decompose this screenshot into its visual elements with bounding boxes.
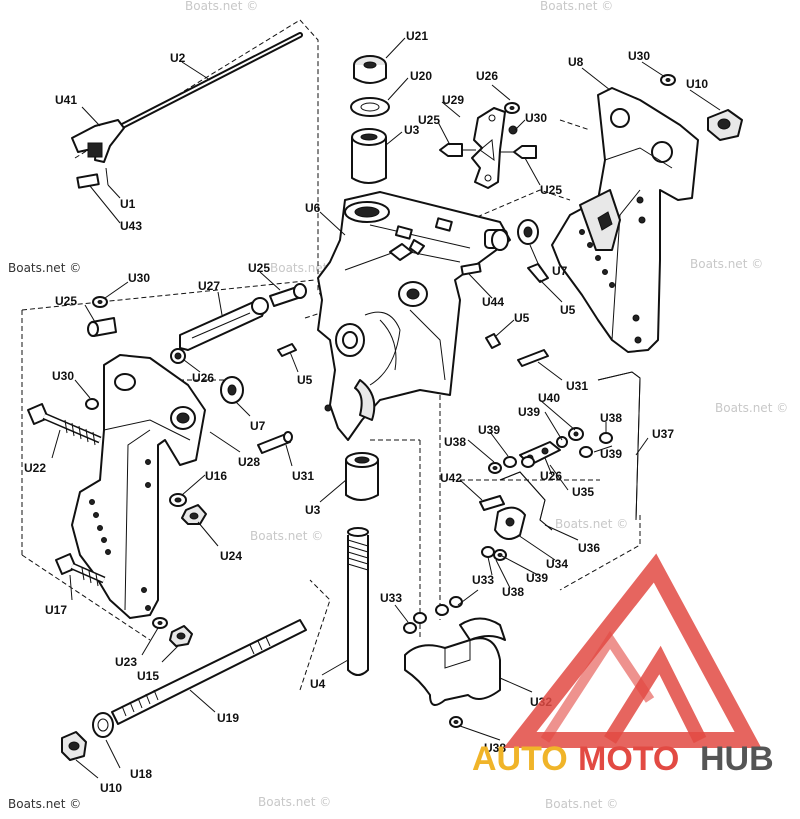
label-u38: U38 xyxy=(444,435,466,449)
label-u26: U26 xyxy=(192,371,214,385)
watermark-text: Boats.net © xyxy=(690,257,763,271)
swivel-lower-stack xyxy=(345,452,379,676)
label-u3: U3 xyxy=(305,503,321,517)
tilt-lock-rod xyxy=(71,32,303,189)
label-u39: U39 xyxy=(478,423,500,437)
label-u30: U30 xyxy=(52,369,74,383)
label-u25: U25 xyxy=(248,261,270,275)
label-u22: U22 xyxy=(24,461,46,475)
brand-text-hub: HUB xyxy=(700,740,774,778)
watermark-text: Boats.net © xyxy=(8,261,81,275)
label-u26: U26 xyxy=(476,69,498,83)
label-u5: U5 xyxy=(297,373,313,387)
label-u25: U25 xyxy=(55,294,77,308)
label-u7: U7 xyxy=(552,264,568,278)
label-u5: U5 xyxy=(560,303,576,317)
swivel-top-stack xyxy=(350,55,390,184)
label-u30: U30 xyxy=(128,271,150,285)
clamp-screw-lower xyxy=(55,553,106,587)
watermark-text: Boats.net © xyxy=(258,795,331,809)
left-small-fasteners xyxy=(85,296,117,410)
label-u19: U19 xyxy=(217,711,239,725)
label-u27: U27 xyxy=(198,279,220,293)
label-u25: U25 xyxy=(418,113,440,127)
label-u36: U36 xyxy=(578,541,600,555)
label-u18: U18 xyxy=(130,767,152,781)
brand-text-moto: MOTO xyxy=(578,740,679,778)
swivel-bracket xyxy=(317,191,511,441)
label-u31: U31 xyxy=(292,469,314,483)
left-pin xyxy=(257,431,293,454)
watermarks: Boats.net © Boats.net © Boats.net © Boat… xyxy=(8,0,788,811)
u33-nuts xyxy=(403,596,463,634)
label-u15: U15 xyxy=(137,669,159,683)
clamp-screw-upper xyxy=(27,403,207,525)
label-u38: U38 xyxy=(484,741,506,755)
label-u39: U39 xyxy=(518,405,540,419)
part-labels: U2 U41 U1 U43 U21 U20 U3 U29 U25 U26 U30… xyxy=(24,29,708,795)
bottom-left-nuts xyxy=(152,617,193,647)
label-u1: U1 xyxy=(120,197,136,211)
watermark-text: Boats.net © xyxy=(715,401,788,415)
label-u39: U39 xyxy=(526,571,548,585)
label-u29: U29 xyxy=(442,93,464,107)
tilt-lock-lever xyxy=(170,283,307,364)
label-u25: U25 xyxy=(540,183,562,197)
tilt-lock-link xyxy=(439,102,537,189)
label-u30: U30 xyxy=(525,111,547,125)
label-u5: U5 xyxy=(514,311,530,325)
right-small-parts xyxy=(485,219,549,367)
label-u34: U34 xyxy=(546,557,568,571)
label-u30: U30 xyxy=(628,49,650,63)
label-u16: U16 xyxy=(205,469,227,483)
tilt-tube xyxy=(61,619,307,761)
watermark-text: Boats.net © xyxy=(250,529,323,543)
tilt-lock-mechanism xyxy=(479,371,641,561)
label-u26: U26 xyxy=(540,469,562,483)
left-washers xyxy=(220,376,244,404)
label-u20: U20 xyxy=(410,69,432,83)
label-u3: U3 xyxy=(404,123,420,137)
label-u28: U28 xyxy=(238,455,260,469)
watermark-text: Boats.net © xyxy=(185,0,258,13)
label-u31: U31 xyxy=(566,379,588,393)
label-u38: U38 xyxy=(502,585,524,599)
watermark-text: Boats.net © xyxy=(540,0,613,13)
clamp-bracket-left xyxy=(71,354,206,619)
label-u6: U6 xyxy=(305,201,321,215)
label-u2: U2 xyxy=(170,51,186,65)
label-u21: U21 xyxy=(406,29,428,43)
label-u37: U37 xyxy=(652,427,674,441)
label-u24: U24 xyxy=(220,549,242,563)
label-u35: U35 xyxy=(572,485,594,499)
label-u23: U23 xyxy=(115,655,137,669)
label-u10: U10 xyxy=(686,77,708,91)
label-u38: U38 xyxy=(600,411,622,425)
label-u10: U10 xyxy=(100,781,122,795)
label-u42: U42 xyxy=(440,471,462,485)
label-u7: U7 xyxy=(250,419,266,433)
label-u39: U39 xyxy=(600,447,622,461)
lower-cover xyxy=(404,617,506,728)
watermark-text: Boats.net © xyxy=(555,517,628,531)
label-u4: U4 xyxy=(310,677,326,691)
label-u8: U8 xyxy=(568,55,584,69)
leader-lines xyxy=(51,37,721,779)
label-u17: U17 xyxy=(45,603,67,617)
label-u44: U44 xyxy=(482,295,504,309)
label-u33: U33 xyxy=(472,573,494,587)
clamp-bracket-right xyxy=(551,74,743,353)
label-u33: U33 xyxy=(380,591,402,605)
brand-text-auto: AUTO xyxy=(472,740,568,778)
label-u43: U43 xyxy=(120,219,142,233)
automotohub-logo: AUTO MOTO HUB xyxy=(472,553,774,778)
watermark-text: Boats.net © xyxy=(545,797,618,811)
label-u40: U40 xyxy=(538,391,560,405)
label-u41: U41 xyxy=(55,93,77,107)
watermark-text: Boats.net © xyxy=(8,797,81,811)
